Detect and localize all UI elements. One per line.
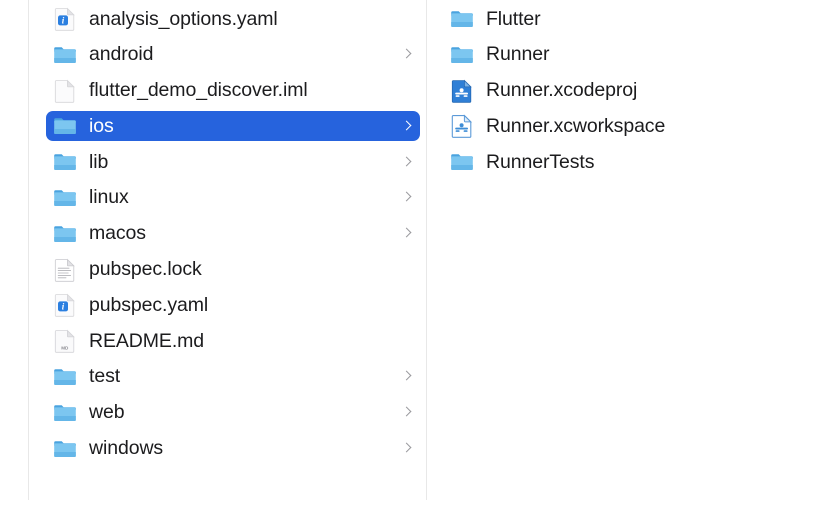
item-label: web (89, 401, 125, 424)
row-spacer (427, 70, 815, 76)
folder-row[interactable]: web (46, 398, 420, 428)
blank-file-icon (52, 78, 78, 104)
xcworkspace-file-icon (449, 113, 475, 139)
item-label: Runner.xcodeproj (486, 79, 638, 102)
row-spacer (29, 34, 426, 40)
text-file-icon (52, 257, 78, 283)
item-label: ios (89, 114, 114, 137)
folder-row[interactable]: linux (46, 183, 420, 213)
file-row[interactable]: Runner.xcworkspace (443, 111, 805, 141)
folder-icon (449, 6, 475, 32)
xcodeproj-file-icon (449, 78, 475, 104)
folder-icon (52, 400, 78, 426)
folder-row[interactable]: ios (46, 111, 420, 142)
item-label: android (89, 43, 154, 66)
item-label: Flutter (486, 7, 541, 30)
column-divider-middle (426, 0, 427, 500)
file-row[interactable]: i analysis_options.yaml (46, 4, 420, 34)
item-label: README.md (89, 329, 205, 352)
column-divider-left (28, 0, 29, 500)
row-spacer (29, 392, 426, 398)
markdown-file-icon: MD (52, 328, 78, 354)
folder-row[interactable]: test (46, 362, 420, 392)
folder-icon (52, 436, 78, 462)
row-spacer (29, 428, 426, 434)
folder-row[interactable]: windows (46, 434, 420, 464)
folder-row[interactable]: Flutter (443, 4, 805, 34)
row-spacer (29, 464, 426, 470)
item-label: test (89, 365, 121, 388)
item-label: lib (89, 150, 109, 173)
item-label: macos (89, 222, 146, 245)
file-row[interactable]: i pubspec.yaml (46, 290, 420, 320)
folder-icon (52, 185, 78, 211)
file-row[interactable]: flutter_demo_discover.iml (46, 76, 420, 106)
chevron-right-icon[interactable] (403, 47, 412, 62)
item-label: Runner.xcworkspace (486, 114, 666, 137)
chevron-right-icon[interactable] (403, 405, 412, 420)
yaml-file-icon: i (52, 292, 78, 318)
chevron-right-icon[interactable] (403, 119, 412, 134)
row-spacer (29, 213, 426, 219)
svg-text:MD: MD (61, 346, 69, 351)
chevron-right-icon[interactable] (403, 226, 412, 241)
chevron-right-icon[interactable] (403, 190, 412, 205)
item-label: RunnerTests (486, 150, 595, 173)
item-label: pubspec.yaml (89, 293, 209, 316)
chevron-right-icon[interactable] (403, 441, 412, 456)
folder-icon (52, 42, 78, 68)
folder-row[interactable]: Runner (443, 40, 805, 70)
row-spacer (29, 70, 426, 76)
folder-icon (52, 149, 78, 175)
file-row[interactable]: pubspec.lock (46, 255, 420, 285)
file-row[interactable]: Runner.xcodeproj (443, 76, 805, 106)
folder-icon (52, 221, 78, 247)
folder-icon (52, 113, 78, 139)
item-label: flutter_demo_discover.iml (89, 79, 308, 102)
file-row[interactable]: MD README.md (46, 326, 420, 356)
item-label: pubspec.lock (89, 258, 202, 281)
svg-text:i: i (62, 15, 65, 25)
folder-icon (449, 42, 475, 68)
item-label: linux (89, 186, 129, 209)
folder-row[interactable]: macos (46, 219, 420, 249)
item-label: analysis_options.yaml (89, 7, 278, 30)
chevron-right-icon[interactable] (403, 369, 412, 384)
yaml-file-icon: i (52, 6, 78, 32)
svg-text:i: i (62, 302, 65, 312)
folder-row[interactable]: RunnerTests (443, 147, 805, 177)
item-label: Runner (486, 43, 550, 66)
row-spacer (427, 177, 815, 183)
row-spacer (427, 34, 815, 40)
folder-row[interactable]: lib (46, 147, 420, 177)
row-spacer (29, 249, 426, 255)
folder-icon (52, 364, 78, 390)
item-label: windows (89, 437, 164, 460)
chevron-right-icon[interactable] (403, 155, 412, 170)
folder-row[interactable]: android (46, 40, 420, 70)
folder-icon (449, 149, 475, 175)
